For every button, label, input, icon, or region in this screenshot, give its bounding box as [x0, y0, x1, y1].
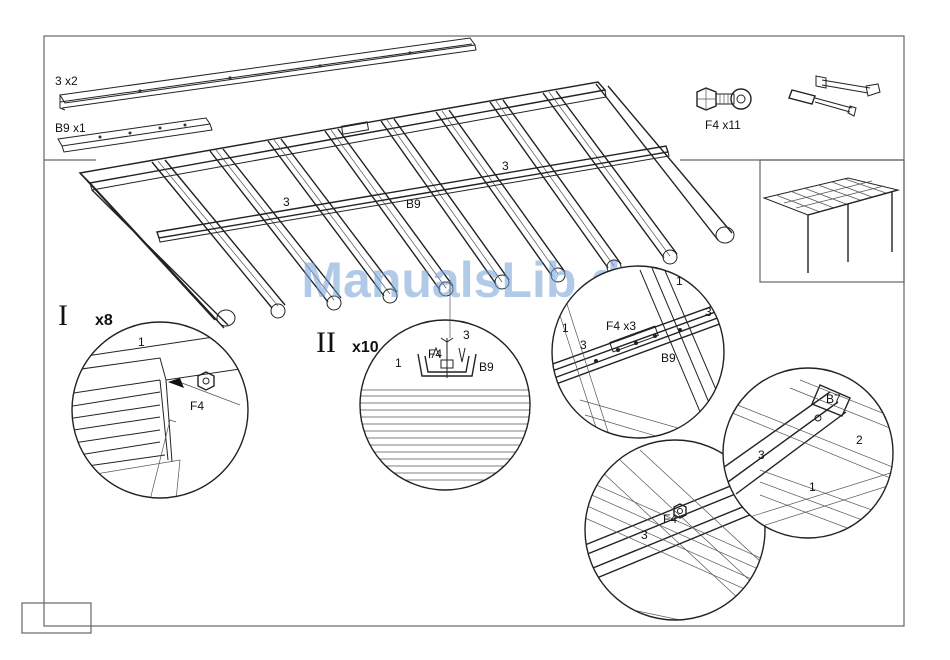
- detail-circle-b9-connection: [550, 266, 736, 455]
- main-beam-label-left: 3: [283, 195, 290, 209]
- finished-carport-preview: [764, 178, 898, 273]
- step-1-numeral: I: [58, 299, 68, 332]
- f4-bolt-label: F4: [663, 512, 677, 526]
- b9-beam-label-left: 3: [580, 338, 587, 352]
- detail-circle-step-2: [355, 320, 540, 490]
- main-connector-label: B9: [406, 197, 421, 211]
- step-1-rafter-label: 1: [138, 335, 145, 349]
- b9-rafter-label-top: 1: [676, 274, 683, 288]
- b7-cap-label: B7: [826, 392, 841, 406]
- b9-bracket-label: B9: [661, 351, 676, 365]
- b7-side-label: 2: [856, 433, 863, 447]
- step-2-bracket-label: B9: [479, 360, 494, 374]
- bolt-part-label: F4 x11: [705, 118, 741, 132]
- step-2-beam-label: 3: [463, 328, 470, 342]
- f4-beam-label: 3: [641, 528, 648, 542]
- rail-part-label: 3 x2: [55, 74, 78, 88]
- step-2-numeral: II: [316, 326, 336, 359]
- step-1-count: x8: [95, 312, 113, 329]
- bolt-nut-icon: [697, 88, 751, 110]
- page-number-box: [22, 603, 91, 633]
- b9-beam-label-right: 3: [705, 305, 712, 319]
- step-2-rafter-label: 1: [395, 356, 402, 370]
- detail-circle-step-1: [60, 322, 260, 500]
- step-2-count: x10: [352, 339, 379, 356]
- main-beam-label-right: 3: [502, 159, 509, 173]
- rail-part-drawing: [60, 38, 476, 110]
- screwdriver-icon: [789, 90, 856, 116]
- b9-rafter-label-left: 1: [562, 321, 569, 335]
- bracket-part-label: B9 x1: [55, 121, 86, 135]
- step-1-bolt-label: F4: [190, 399, 204, 413]
- preview-box: [760, 160, 904, 282]
- wrench-icon: [816, 76, 880, 96]
- b9-bolts-label: F4 x3: [606, 319, 636, 333]
- b7-rafter-label: 1: [809, 480, 816, 494]
- b7-beam-label: 3: [758, 448, 765, 462]
- step-2-bolt-label: F4: [428, 347, 442, 361]
